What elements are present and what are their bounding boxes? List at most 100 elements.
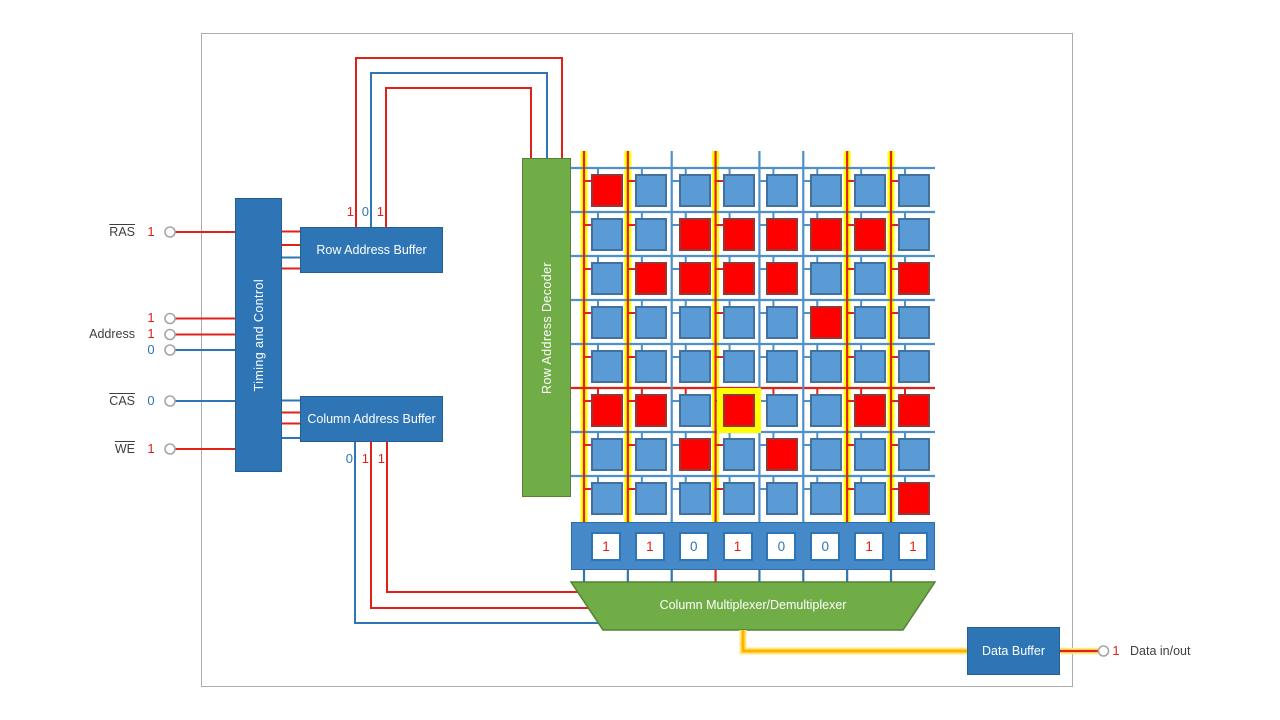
memory-cell [678,350,711,383]
memory-cell [766,350,799,383]
memory-cell [678,438,711,471]
register-cell: 0 [810,532,841,561]
row-address-buffer-label: Row Address Buffer [316,243,427,257]
column-address-bit0: 0 [345,451,353,466]
memory-cell [854,262,887,295]
row-address-bit0: 1 [346,204,354,219]
row-address-bus-bit0 [355,57,563,227]
memory-cell [897,482,930,515]
input-terminal [164,226,176,238]
row-address-bit2: 1 [376,204,384,219]
column-address-bit1: 1 [361,451,369,466]
row-address-bit1: 0 [361,204,369,219]
column-mux-block [569,581,937,631]
memory-cell [678,218,711,251]
memory-cell [810,174,843,207]
memory-cell [634,350,667,383]
address-bit2-value: 0 [147,342,155,357]
memory-cell [897,262,930,295]
row-address-decoder-block: Row Address Decoder [522,158,571,497]
row-address-decoder-label: Row Address Decoder [539,261,554,394]
cas-value: 0 [147,393,155,408]
column-address-buffer-block: Column Address Buffer [300,396,443,442]
column-address-bit2: 1 [377,451,385,466]
memory-cell [810,218,843,251]
memory-cell [766,262,799,295]
memory-cell [810,350,843,383]
cas-label: CAS [109,394,135,408]
memory-cell [591,438,623,471]
memory-cell [722,262,755,295]
data-buffer-label: Data Buffer [981,644,1045,658]
row-address-buffer-block: Row Address Buffer [300,227,443,273]
memory-cell [854,350,887,383]
memory-cell [854,218,887,251]
memory-cell [810,438,843,471]
input-terminal [164,443,176,455]
memory-cell [810,306,843,339]
address-bit0-value: 1 [147,310,155,325]
register-cell: 1 [722,532,753,561]
data-buffer-block: Data Buffer [967,627,1060,675]
memory-cell [766,394,799,427]
we-value: 1 [147,441,155,456]
memory-cell [722,350,755,383]
register-cell: 1 [897,532,928,561]
output-terminal [1097,645,1110,657]
memory-cell [591,306,623,339]
memory-cell [854,174,887,207]
ras-value: 1 [147,224,155,239]
diagram-frame [201,33,1073,687]
memory-cell [897,350,930,383]
memory-cell [722,482,755,515]
memory-cell [678,306,711,339]
memory-cell [897,218,930,251]
register-cell: 1 [634,532,665,561]
memory-cell [591,482,623,515]
memory-cell [897,306,930,339]
address-label: Address [89,327,135,341]
memory-cell [722,438,755,471]
memory-cell [591,394,623,427]
column-address-bus-bit2 [386,442,578,593]
memory-cell [766,438,799,471]
memory-cell [634,306,667,339]
memory-cell [766,306,799,339]
memory-cell [722,394,755,427]
column-address-bus-bit1 [370,442,589,609]
memory-cell [810,262,843,295]
memory-cell [722,174,755,207]
memory-cell [766,482,799,515]
row-address-bus-bit1 [370,72,548,227]
memory-cell [722,218,755,251]
memory-cell [854,438,887,471]
timing-control-block: Timing and Control [235,198,282,472]
memory-cell [766,174,799,207]
column-address-buffer-label: Column Address Buffer [307,412,436,426]
memory-cell [591,350,623,383]
memory-cell [854,482,887,515]
input-terminal [164,328,176,341]
memory-cell [678,482,711,515]
register-cell: 0 [766,532,797,561]
memory-cell [591,218,623,251]
ras-label: RAS [109,225,135,239]
memory-cell [634,482,667,515]
memory-cell [897,438,930,471]
memory-cell [634,262,667,295]
memory-cell [810,482,843,515]
memory-cell [854,394,887,427]
memory-cell [722,306,755,339]
memory-cell [591,174,623,207]
memory-cell [678,394,711,427]
memory-cell [810,394,843,427]
data-out-label: Data in/out [1130,644,1191,658]
memory-cell [678,262,711,295]
we-label: WE [114,442,135,456]
memory-cell [634,174,667,207]
input-terminal [164,344,176,356]
memory-cell [634,218,667,251]
data-out-value: 1 [1112,643,1120,658]
